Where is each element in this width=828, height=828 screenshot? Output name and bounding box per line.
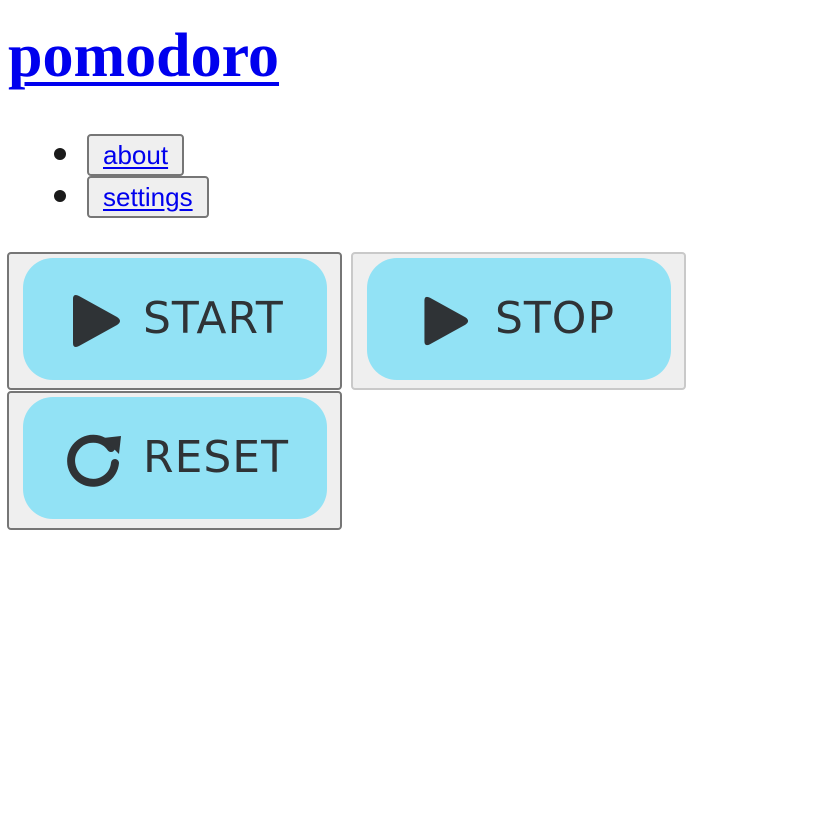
stop-button[interactable]: STOP	[351, 252, 686, 390]
play-icon	[73, 295, 120, 347]
stop-label: STOP	[495, 293, 615, 344]
start-button[interactable]: START	[7, 252, 342, 390]
settings-button[interactable]: settings	[87, 176, 209, 218]
page-title-link[interactable]: pomodoro	[8, 22, 280, 90]
list-bullet	[54, 148, 66, 160]
start-label: START	[143, 293, 284, 344]
stop-button-face: STOP	[367, 258, 671, 380]
reset-button-face: RESET	[23, 397, 327, 519]
reset-label: RESET	[143, 432, 289, 483]
list-bullet	[54, 190, 66, 202]
play-icon	[424, 296, 469, 346]
reset-button[interactable]: RESET	[7, 391, 342, 530]
about-button[interactable]: about	[87, 134, 185, 176]
reset-icon	[67, 434, 121, 487]
start-button-face: START	[23, 258, 327, 380]
